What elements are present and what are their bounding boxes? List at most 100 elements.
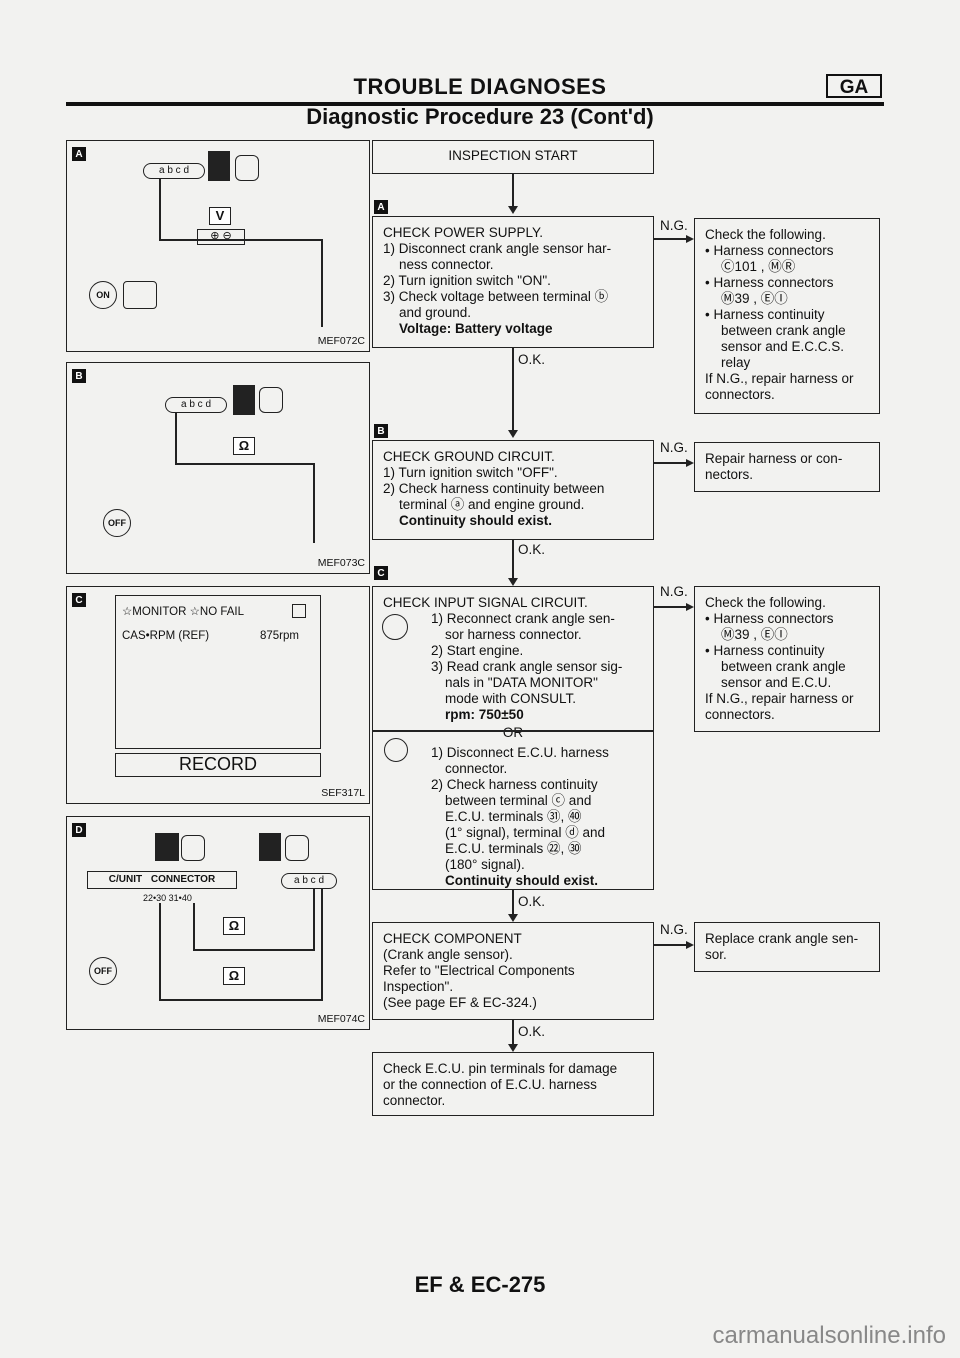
ng-a-line: If N.G., repair harness or	[705, 371, 854, 386]
step-a-spec: Voltage: Battery voltage	[399, 321, 553, 336]
voltmeter-icon: V	[209, 207, 231, 225]
header-rule	[66, 102, 884, 106]
step-b-line: terminal ⓐ and engine ground.	[399, 497, 585, 512]
ng-c-line: connectors.	[705, 707, 775, 722]
connector-icon: a b c d	[143, 163, 205, 179]
ng-a-line: Check the following.	[705, 227, 826, 242]
monitor-row-label: CAS•RPM (REF)	[122, 630, 210, 642]
page-header-title: TROUBLE DIAGNOSES	[353, 74, 607, 99]
final-box: Check E.C.U. pin terminals for damage or…	[372, 1052, 654, 1116]
step-d-line: (Crank angle sensor).	[383, 947, 513, 962]
ohmmeter-1-icon: Ω	[223, 917, 245, 935]
step-a-line: 3) Check voltage between terminal ⓑ	[383, 289, 609, 304]
ignition-off-icon: OFF	[103, 509, 131, 537]
meter-terminals: ⊕ ⊖	[197, 229, 245, 245]
harness-icon	[155, 833, 179, 861]
step-c-line: CHECK INPUT SIGNAL CIRCUIT.	[383, 595, 588, 610]
ng-c-box: Check the following. • Harness connector…	[694, 586, 880, 732]
step-c-alt-line: (180° signal).	[445, 857, 525, 872]
ecu-connector-icon: C/UNIT CONNECTOR	[87, 871, 237, 889]
record-button[interactable]: RECORD	[115, 753, 321, 777]
step-c-line: mode with CONSULT.	[445, 691, 577, 706]
page-number: EF & EC-275	[414, 1272, 546, 1297]
step-c-alt-line: between terminal ⓒ and	[445, 793, 592, 808]
step-c-alt-spec: Continuity should exist.	[445, 873, 599, 888]
step-d-line: Refer to "Electrical Components	[383, 963, 575, 978]
step-c-spec: rpm: 750±50	[445, 707, 524, 722]
monitor-row-value: 875rpm	[260, 630, 299, 642]
ng-d-box: Replace crank angle sen- sor.	[694, 922, 880, 972]
ng-b-line: Repair harness or con-	[705, 451, 843, 466]
disconnect-icon	[259, 387, 283, 413]
final-line: or the connection of E.C.U. harness	[383, 1077, 597, 1092]
ng-c-line: Ⓜ39 , ⒺⒾ	[721, 627, 788, 642]
step-a-line: CHECK POWER SUPPLY.	[383, 225, 544, 240]
ng-c-line: Check the following.	[705, 595, 826, 610]
step-c-alt-line: 1) Disconnect E.C.U. harness	[431, 745, 609, 760]
final-line: Check E.C.U. pin terminals for damage	[383, 1061, 618, 1076]
panel-c: C ☆MONITOR ☆NO FAIL CAS•RPM (REF) 875rpm…	[66, 586, 370, 804]
step-c-line: nals in "DATA MONITOR"	[445, 675, 598, 690]
inspection-start-label: INSPECTION START	[448, 148, 578, 163]
ng-c-line: • Harness continuity	[705, 643, 825, 658]
ng-a-line: • Harness connectors	[705, 243, 834, 258]
ng-a-line: Ⓒ101 , ⓂⓇ	[721, 259, 796, 274]
step-c-box: CHECK INPUT SIGNAL CIRCUIT. 1) Reconnect…	[372, 586, 654, 890]
ignition-on-icon: ON	[89, 281, 117, 309]
step-b-spec: Continuity should exist.	[399, 513, 553, 528]
step-c-alt-line: connector.	[445, 761, 508, 776]
disconnect-icon	[181, 835, 205, 861]
monitor-checkbox	[292, 604, 306, 618]
step-c-line: 2) Start engine.	[431, 643, 524, 658]
monitor-header: ☆MONITOR ☆NO FAIL	[122, 606, 245, 618]
consult-screen: ☆MONITOR ☆NO FAIL CAS•RPM (REF) 875rpm	[115, 595, 321, 749]
ng-a-line: • Harness continuity	[705, 307, 825, 322]
panel-b-ref: MEF073C	[317, 557, 365, 569]
connector-icon: a b c d	[281, 873, 337, 889]
step-d-line: (See page EF & EC-324.)	[383, 995, 537, 1010]
step-c-line: 1) Reconnect crank angle sen-	[431, 611, 615, 626]
watermark: carmanualsonline.info	[712, 1322, 946, 1349]
step-b-box: CHECK GROUND CIRCUIT. 1) Turn ignition s…	[372, 440, 654, 540]
ng-label: N.G.	[660, 922, 688, 937]
ohmmeter-icon: Ω	[233, 437, 255, 455]
step-c-alt-line: E.C.U. terminals ㉛, ㊵	[445, 809, 582, 824]
consult-icon	[382, 614, 408, 640]
panel-d: D C/UNIT CONNECTOR 22•30 31•40 a b c d Ω…	[66, 816, 370, 1030]
or-divider	[372, 730, 654, 732]
panel-a-ref: MEF072C	[317, 335, 365, 347]
ng-d-line: sor.	[705, 947, 727, 962]
disconnect-icon	[235, 155, 259, 181]
ng-label: N.G.	[660, 218, 688, 233]
ng-c-line: • Harness connectors	[705, 611, 834, 626]
step-b-line: CHECK GROUND CIRCUIT.	[383, 449, 555, 464]
panel-d-letter: D	[72, 823, 86, 837]
ng-c-line: between crank angle	[721, 659, 846, 674]
step-a-line: 2) Turn ignition switch "ON".	[383, 273, 551, 288]
step-d-line: Inspection".	[383, 979, 454, 994]
panel-c-letter: C	[72, 593, 86, 607]
step-a-line: and ground.	[399, 305, 472, 320]
step-b-letter: B	[374, 424, 388, 438]
ohmmeter-2-icon: Ω	[223, 967, 245, 985]
ok-label: O.K.	[518, 894, 546, 909]
ok-label: O.K.	[518, 542, 546, 557]
panel-d-ref: MEF074C	[317, 1013, 365, 1025]
panel-a-letter: A	[72, 147, 86, 161]
step-c-line: 3) Read crank angle sensor sig-	[431, 659, 623, 674]
ng-c-line: If N.G., repair harness or	[705, 691, 854, 706]
step-c-alt-line: (1° signal), terminal ⓓ and	[445, 825, 605, 840]
panel-b-letter: B	[72, 369, 86, 383]
connector-icon: a b c d	[165, 397, 227, 413]
disconnect-ecu-icon	[384, 738, 408, 762]
ng-b-box: Repair harness or con- nectors.	[694, 442, 880, 492]
ignition-off-icon: OFF	[89, 957, 117, 985]
ok-label: O.K.	[518, 352, 546, 367]
step-a-line: ness connector.	[399, 257, 494, 272]
step-c-alt-line: 2) Check harness continuity	[431, 777, 598, 792]
ng-a-line: sensor and E.C.C.S.	[721, 339, 845, 354]
ng-a-line: between crank angle	[721, 323, 846, 338]
ng-a-line: relay	[721, 355, 751, 370]
step-b-line: 2) Check harness continuity between	[383, 481, 605, 496]
step-a-line: 1) Disconnect crank angle sensor har-	[383, 241, 612, 256]
